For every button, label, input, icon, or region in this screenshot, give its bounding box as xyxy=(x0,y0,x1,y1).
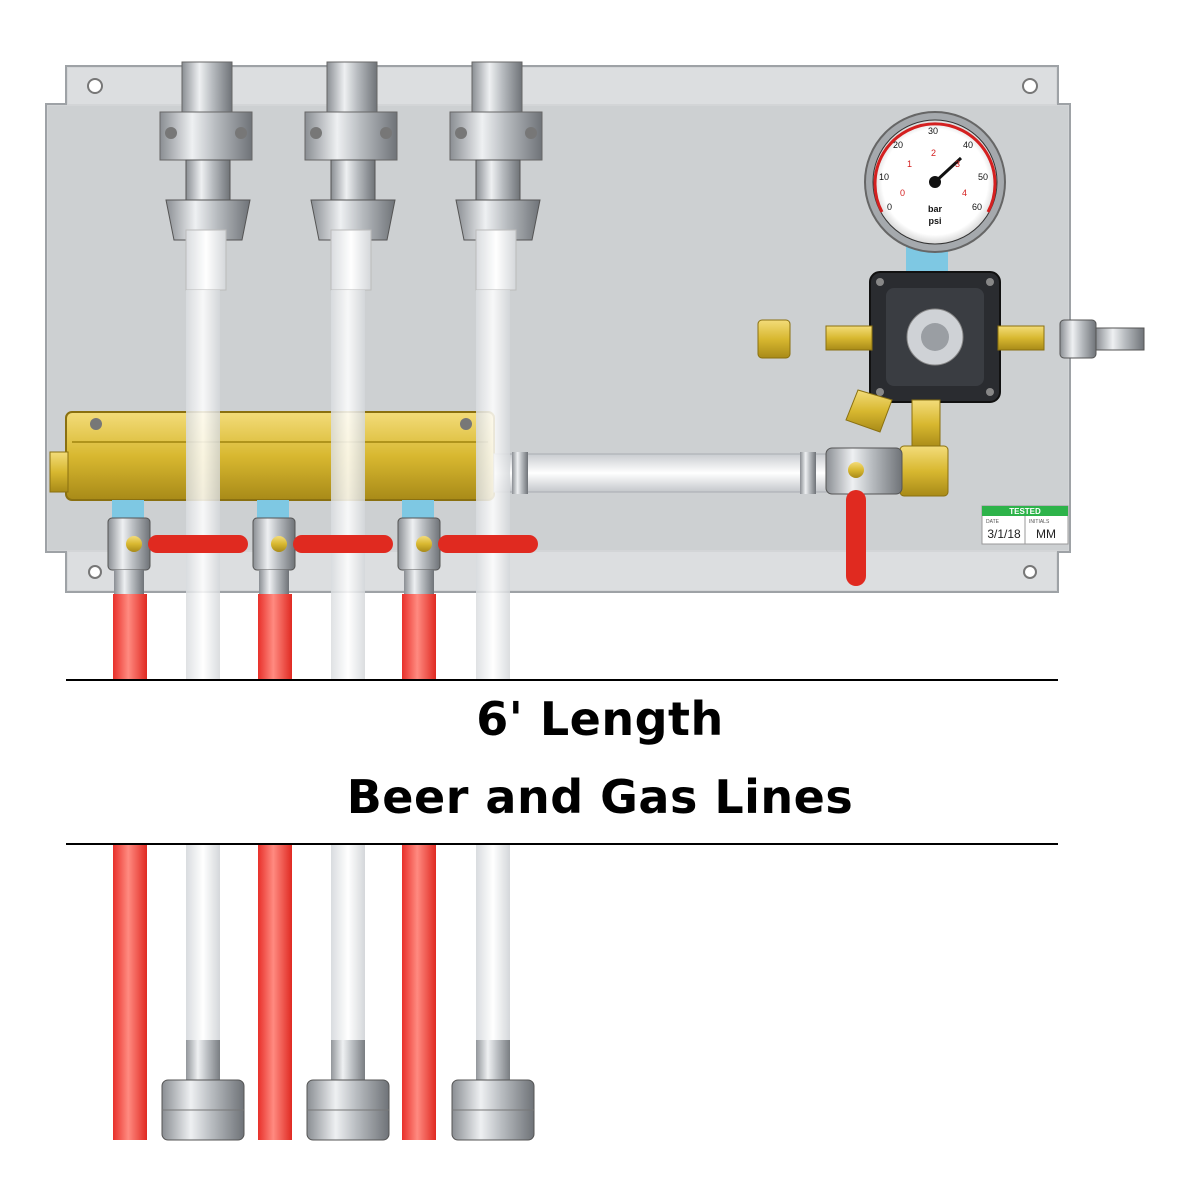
gas-line-2 xyxy=(258,594,292,1140)
tested-sticker xyxy=(981,505,1069,545)
gauge-psi-tick: 0 xyxy=(887,202,892,212)
gas-line-1 xyxy=(113,594,147,1140)
beer-shank-2 xyxy=(304,61,398,291)
tested-date-value: 3/1/18 xyxy=(987,527,1021,541)
gas-line-3 xyxy=(402,594,436,1140)
gauge-bar-scale: 0 1 2 3 4 xyxy=(900,148,967,198)
regulator-shutoff-valve xyxy=(825,447,903,586)
gauge-bar-tick: 2 xyxy=(931,148,936,158)
co2-regulator xyxy=(757,244,1145,497)
gauge-bar-tick: 3 xyxy=(955,159,960,169)
gauge-unit-bar: bar xyxy=(928,204,943,214)
gauge-bar-tick: 4 xyxy=(962,188,967,198)
gas-manifold xyxy=(49,411,495,501)
gauge-psi-tick: 30 xyxy=(928,126,938,136)
gauge-psi-tick: 60 xyxy=(972,202,982,212)
shutoff-valve-2 xyxy=(252,500,393,594)
beer-shank-1 xyxy=(159,61,253,291)
gas-supply-hose xyxy=(493,452,829,494)
caption-length: 6' Length xyxy=(476,692,724,746)
caption-rule-bottom xyxy=(66,843,1058,845)
gauge-psi-tick: 40 xyxy=(963,140,973,150)
beer-line-coupling-2 xyxy=(306,1040,390,1141)
pressure-gauge xyxy=(864,111,1006,253)
beer-line-coupling-1 xyxy=(161,1040,245,1141)
shutoff-valve-3 xyxy=(397,500,538,594)
gauge-bar-tick: 0 xyxy=(900,188,905,198)
beer-shank-3 xyxy=(449,61,543,291)
tested-initials-label: INITIALS xyxy=(1029,519,1050,525)
gauge-unit-psi: psi xyxy=(928,216,941,226)
caption-lines: Beer and Gas Lines xyxy=(346,770,854,824)
tested-header: TESTED xyxy=(1009,507,1041,516)
caption-rule-top xyxy=(66,679,1058,681)
gauge-psi-tick: 10 xyxy=(879,172,889,182)
beer-line-coupling-3 xyxy=(451,1040,535,1141)
gauge-psi-scale: 0 10 20 30 40 50 60 xyxy=(879,126,988,212)
tested-initials-value: MM xyxy=(1036,527,1056,541)
caption-band xyxy=(0,681,1200,843)
shutoff-valve-1 xyxy=(107,500,248,594)
gauge-psi-tick: 20 xyxy=(893,140,903,150)
gauge-psi-tick: 50 xyxy=(978,172,988,182)
tested-date-label: DATE xyxy=(986,519,1000,525)
gauge-bar-tick: 1 xyxy=(907,159,912,169)
